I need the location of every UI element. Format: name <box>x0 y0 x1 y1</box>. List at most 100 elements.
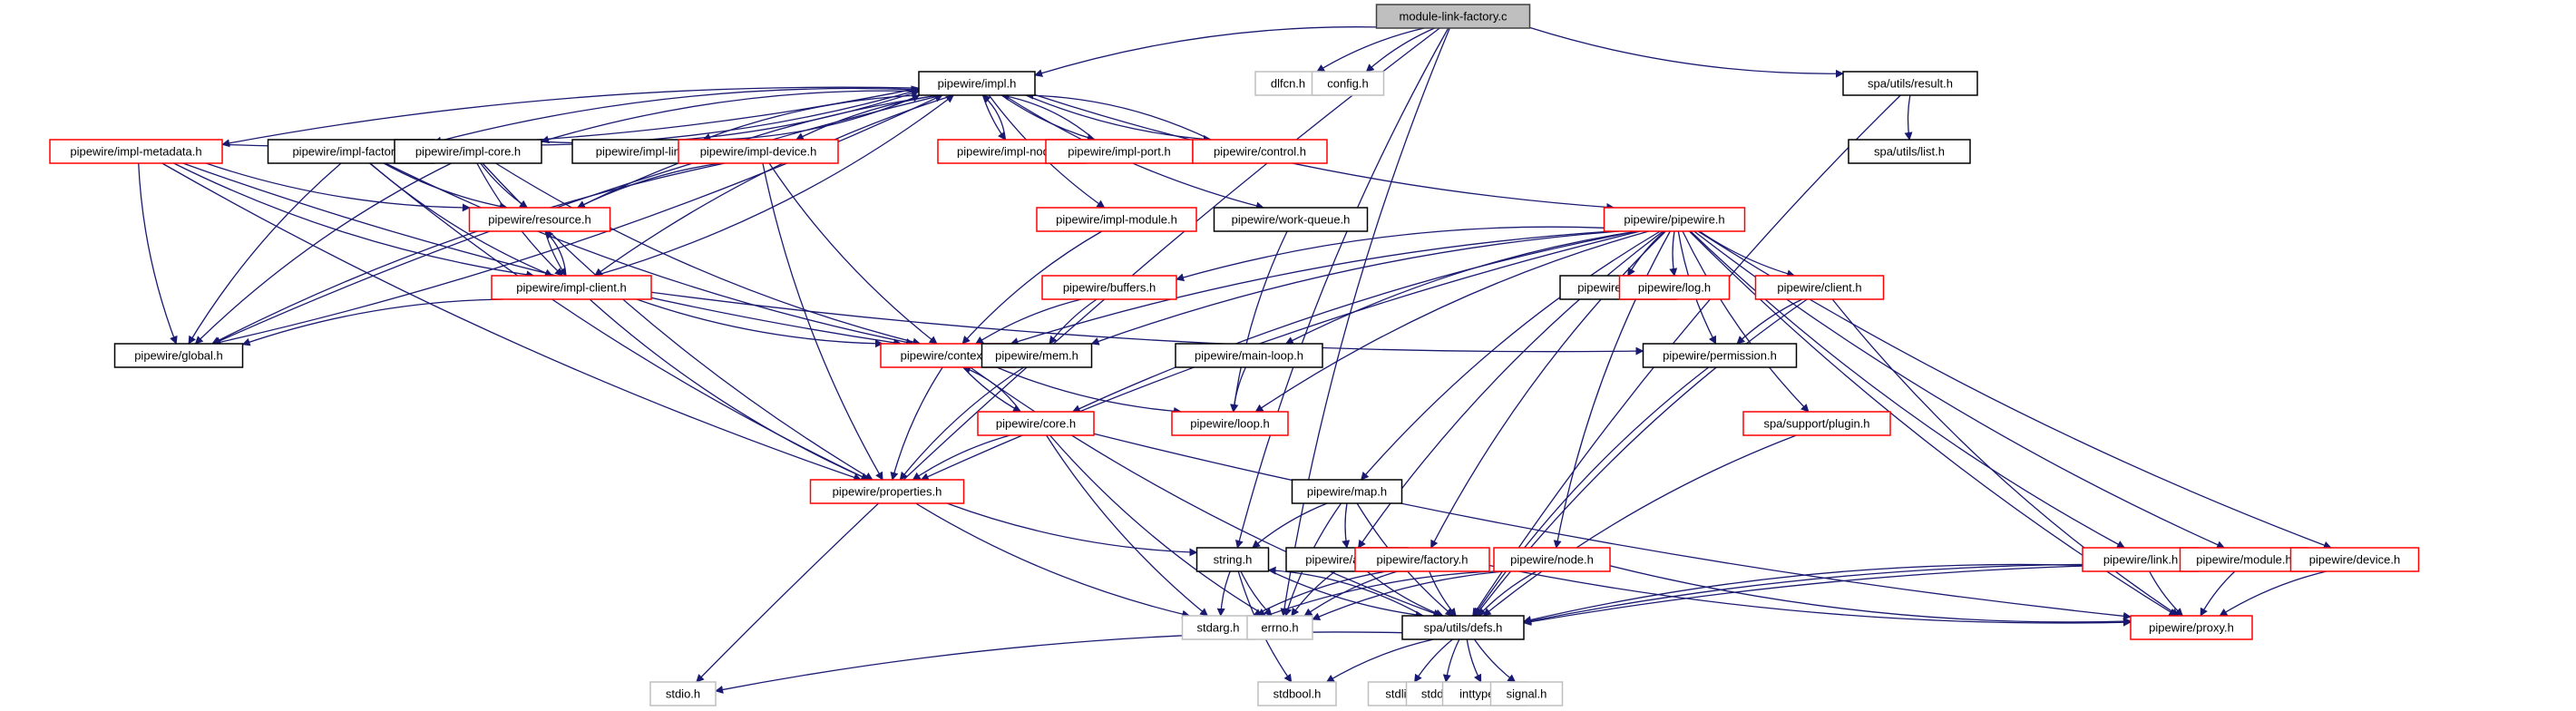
node-label: pipewire/impl-device.h <box>700 145 817 159</box>
edge-core-to-stdarg <box>1046 434 1209 617</box>
node-pipewire[interactable]: pipewire/pipewire.h <box>1603 207 1746 232</box>
node-label: pipewire/properties.h <box>833 485 942 499</box>
node-impl-module[interactable]: pipewire/impl-module.h <box>1036 207 1197 232</box>
node-label: pipewire/device.h <box>2309 553 2400 567</box>
node-impl-core[interactable]: pipewire/impl-core.h <box>394 139 542 164</box>
node-errno: errno.h <box>1246 615 1313 640</box>
edge-impl_port-to-impl <box>1000 93 1096 141</box>
edge-impl-to-impl_metadata <box>221 86 920 148</box>
node-box <box>1848 139 1971 164</box>
node-main-loop[interactable]: pipewire/main-loop.h <box>1175 343 1323 368</box>
node-box <box>809 479 965 504</box>
node-impl-metadata[interactable]: pipewire/impl-metadata.h <box>49 139 223 164</box>
edge-impl_module-to-context <box>961 230 1103 345</box>
node-box <box>918 71 1036 96</box>
edge-pipewire-to-link <box>1690 230 2125 549</box>
node-label: config.h <box>1327 77 1369 91</box>
edge-impl_metadata-to-resource <box>205 162 471 212</box>
edge-impl_metadata-to-context <box>182 162 903 347</box>
edge-node-to-stdarg <box>1253 570 1495 622</box>
node-box <box>1036 207 1197 232</box>
edge-impl_metadata-to-impl_client <box>173 162 535 279</box>
node-box <box>49 139 223 164</box>
node-box <box>1603 207 1746 232</box>
node-result[interactable]: spa/utils/result.h <box>1842 71 1978 96</box>
node-map[interactable]: pipewire/map.h <box>1291 479 1403 504</box>
node-impl-client[interactable]: pipewire/impl-client.h <box>491 275 652 300</box>
node-box <box>1291 479 1403 504</box>
edge-mem-to-properties <box>899 366 1025 481</box>
node-mem[interactable]: pipewire/mem.h <box>981 343 1093 368</box>
node-module[interactable]: pipewire/module.h <box>2179 547 2309 572</box>
edge-core-to-errno <box>1049 434 1267 617</box>
edge-string-to-stdarg <box>1216 570 1231 617</box>
node-control[interactable]: pipewire/control.h <box>1192 139 1328 164</box>
node-label: pipewire/link.h <box>2103 553 2178 567</box>
edge-context-to-properties <box>890 366 943 481</box>
edge-root-to-impl <box>1034 26 1377 77</box>
edge-core-to-properties <box>912 434 1010 481</box>
node-box <box>977 411 1095 436</box>
node-defs[interactable]: spa/utils/defs.h <box>1401 615 1525 640</box>
node-factory[interactable]: pipewire/factory.h <box>1354 547 1490 572</box>
edge-array-to-defs <box>1366 570 1444 618</box>
edge-pipewire-to-factory <box>1430 230 1666 549</box>
node-label: pipewire/map.h <box>1307 485 1387 499</box>
node-stdbool: stdbool.h <box>1257 681 1337 706</box>
edge-array-to-errno <box>1291 570 1336 617</box>
node-label: stdbool.h <box>1273 687 1322 701</box>
edge-pipewire-to-node <box>1553 230 1671 549</box>
node-client[interactable]: pipewire/client.h <box>1754 275 1885 300</box>
node-impl-port[interactable]: pipewire/impl-port.h <box>1045 139 1194 164</box>
edge-string-to-errno <box>1240 570 1273 617</box>
node-label: pipewire/loop.h <box>1190 417 1269 431</box>
edge-module-to-proxy <box>2200 570 2236 617</box>
node-box <box>468 207 611 232</box>
node-box <box>2289 547 2420 572</box>
node-box <box>1041 275 1177 300</box>
node-global[interactable]: pipewire/global.h <box>113 343 244 368</box>
node-box <box>1311 71 1385 96</box>
edge-root-to-errno <box>1280 27 1450 617</box>
node-stdarg: stdarg.h <box>1181 615 1255 640</box>
node-core[interactable]: pipewire/core.h <box>977 411 1095 436</box>
edge-root-to-config <box>1365 27 1435 73</box>
node-box <box>1842 71 1978 96</box>
node-box <box>2082 547 2200 572</box>
node-proxy[interactable]: pipewire/proxy.h <box>2130 615 2253 640</box>
node-link[interactable]: pipewire/link.h <box>2082 547 2200 572</box>
node-impl[interactable]: pipewire/impl.h <box>918 71 1036 96</box>
node-impl-device[interactable]: pipewire/impl-device.h <box>678 139 839 164</box>
edge-permission-to-defs <box>1473 366 1710 617</box>
node-label: spa/support/plugin.h <box>1763 417 1869 431</box>
node-label: dlfcn.h <box>1271 77 1305 91</box>
node-box <box>1401 615 1525 640</box>
edge-properties-to-stdarg <box>915 502 1191 618</box>
node-string[interactable]: string.h <box>1195 547 1270 572</box>
node-work-queue[interactable]: pipewire/work-queue.h <box>1213 207 1369 232</box>
node-plugin[interactable]: spa/support/plugin.h <box>1742 411 1891 436</box>
node-label: pipewire/impl-factory.h <box>292 145 409 159</box>
edge-pipewire-to-buffers <box>1176 226 1605 282</box>
node-label: pipewire/core.h <box>996 417 1076 431</box>
edge-defs-to-string <box>1267 566 1424 617</box>
node-list[interactable]: spa/utils/list.h <box>1848 139 1971 164</box>
node-log[interactable]: pipewire/log.h <box>1618 275 1731 300</box>
edge-impl_device-to-resource <box>576 162 721 209</box>
node-buffers[interactable]: pipewire/buffers.h <box>1041 275 1177 300</box>
edge-impl_client-to-permission <box>650 291 1644 356</box>
edge-root-to-dlfcn <box>1316 27 1425 73</box>
node-resource[interactable]: pipewire/resource.h <box>468 207 611 232</box>
node-device[interactable]: pipewire/device.h <box>2289 547 2420 572</box>
node-properties[interactable]: pipewire/properties.h <box>809 479 965 504</box>
node-label: pipewire/resource.h <box>488 213 590 227</box>
node-node[interactable]: pipewire/node.h <box>1493 547 1611 572</box>
node-permission[interactable]: pipewire/permission.h <box>1642 343 1798 368</box>
node-loop[interactable]: pipewire/loop.h <box>1171 411 1289 436</box>
node-config: config.h <box>1311 71 1385 96</box>
node-label: pipewire/impl-node.h <box>957 145 1066 159</box>
node-box <box>1246 615 1313 640</box>
edge-defs-to-signal <box>1473 638 1517 683</box>
edge-pipewire-to-log <box>1669 230 1678 277</box>
